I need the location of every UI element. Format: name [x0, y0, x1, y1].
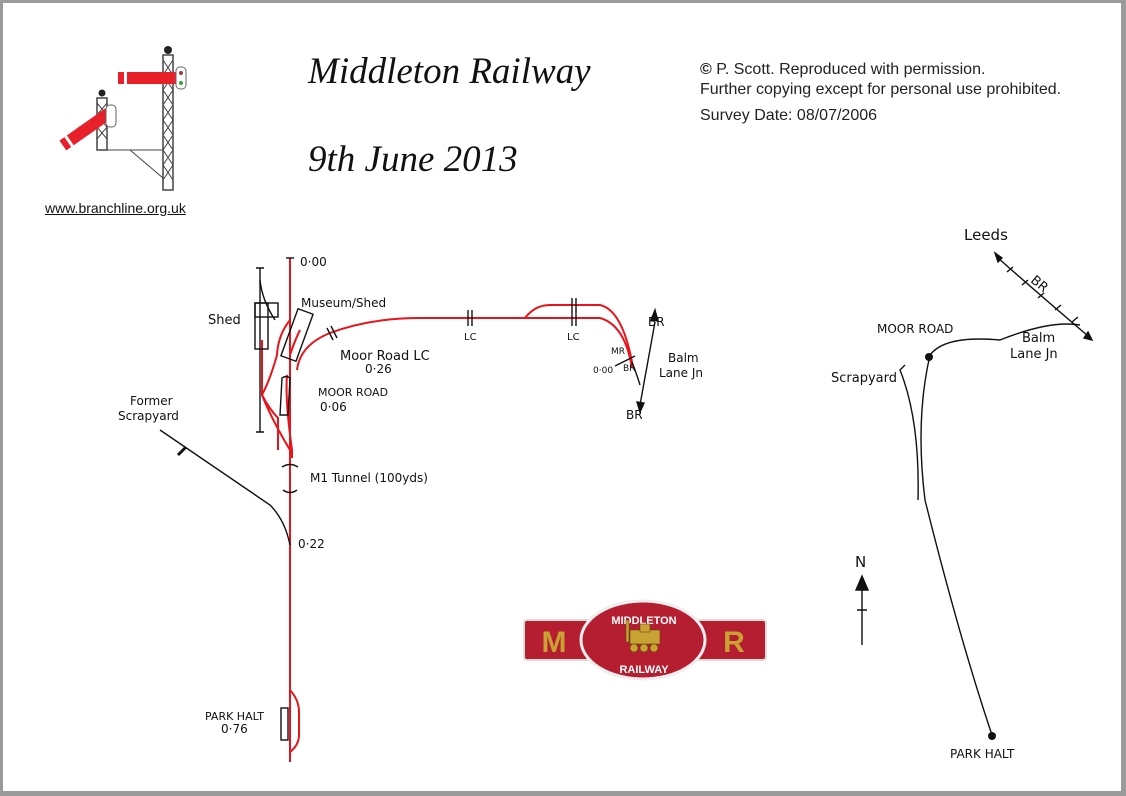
copyright-icon: ©	[700, 61, 712, 78]
copyright-line: © P. Scott. Reproduced with permission.	[700, 61, 985, 79]
former-label: Former	[130, 394, 173, 408]
shed-siding	[256, 267, 264, 433]
former-scrapyard-line	[159, 429, 291, 546]
lc-label-1: LC	[464, 332, 477, 343]
map-scrapyard-branch	[899, 364, 919, 501]
track-layout	[260, 258, 633, 762]
main-line	[289, 258, 300, 762]
br-boundary-label: BR	[623, 364, 635, 374]
line-to-balm-lane	[296, 317, 633, 371]
lc-label-2: LC	[567, 332, 580, 343]
railway-diagram: 0·00 Shed Museum/Shed Moor Road LC 0·26 …	[59, 46, 1094, 762]
locomotive-icon	[625, 619, 661, 653]
m1-tunnel-mark	[281, 463, 299, 494]
park-halt-label: PARK HALT	[205, 710, 264, 723]
mr-label: MR	[611, 347, 625, 357]
br-line	[639, 321, 656, 406]
map-br-label: BR	[1027, 273, 1050, 296]
north-label: N	[855, 553, 866, 571]
badge-bottom-text: RAILWAY	[619, 664, 669, 676]
moor-road-label: MOOR ROAD	[318, 386, 388, 399]
map-scrapyard-label: Scrapyard	[831, 371, 897, 386]
moor-road-lc-mileage: 0·26	[365, 362, 392, 376]
level-crossing-mark	[467, 298, 577, 326]
signal-logo-icon	[59, 46, 187, 191]
moor-road-lc-label: Moor Road LC	[340, 349, 430, 364]
map-br-line	[997, 257, 1089, 337]
boundary-mileage: 0·00	[593, 366, 613, 376]
map-balm-label: Balm	[1022, 331, 1055, 346]
survey-date: Survey Date: 08/07/2006	[700, 107, 878, 124]
map-route	[920, 323, 1081, 736]
copy-notice: Further copying except for personal use …	[700, 81, 1062, 98]
m1-tunnel-label: M1 Tunnel (100yds)	[310, 471, 428, 485]
copyright-text: P. Scott. Reproduced with permission.	[716, 61, 986, 78]
map-sheet: Middleton Railway 9th June 2013 © P. Sco…	[3, 3, 1121, 791]
north-arrow-icon	[857, 580, 867, 645]
page-date: 9th June 2013	[308, 139, 518, 180]
scrapyard-label: Scrapyard	[118, 409, 179, 423]
br-north-label: BR	[648, 315, 665, 329]
website-link[interactable]: www.branchline.org.uk	[45, 200, 186, 216]
badge-letter-r: R	[723, 626, 745, 659]
lane-jn-label: Lane Jn	[659, 366, 703, 380]
br-south-label: BR	[626, 408, 643, 422]
museum-shed-label: Museum/Shed	[301, 296, 386, 310]
shed-label: Shed	[208, 313, 241, 328]
page-title: Middleton Railway	[308, 51, 591, 92]
map-lane-jn-label: Lane Jn	[1010, 347, 1058, 362]
middleton-railway-badge: M R MIDDLETON RAILWAY	[523, 599, 767, 681]
badge-letter-m: M	[542, 626, 567, 659]
park-halt-platform	[280, 707, 289, 741]
moor-road-mileage: 0·06	[320, 400, 347, 414]
junction-mileage: 0·22	[298, 537, 325, 551]
map-moor-road-label: MOOR ROAD	[877, 322, 953, 336]
mileage-start: 0·00	[300, 255, 327, 269]
moor-road-platform	[279, 375, 291, 416]
level-crossing-mark	[326, 325, 338, 341]
map-leeds-label: Leeds	[964, 226, 1008, 244]
balm-label: Balm	[668, 351, 699, 365]
museum-shed-building	[280, 307, 314, 363]
park-halt-mileage: 0·76	[221, 722, 248, 736]
map-park-halt-label: PARK HALT	[950, 747, 1015, 761]
